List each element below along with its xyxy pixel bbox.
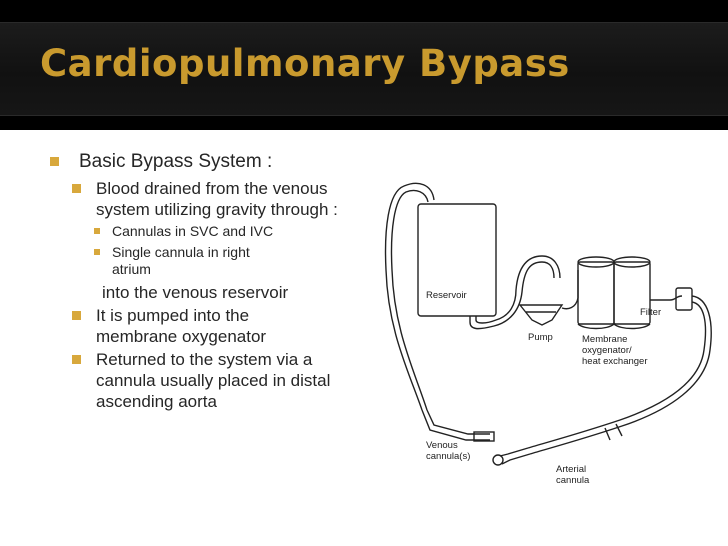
reservoir-outlet — [469, 261, 555, 330]
venous-cannula — [421, 409, 490, 441]
bullet-square-icon — [50, 157, 59, 166]
bullet-square-icon — [94, 228, 100, 234]
venous-line-inner — [390, 189, 429, 411]
label-arterial-1: Arterial — [556, 464, 586, 475]
label-venous-2: cannula(s) — [426, 451, 470, 462]
label-arterial-2: cannula — [556, 475, 590, 486]
bullet-square-icon — [72, 311, 81, 320]
label-filter: Filter — [640, 307, 661, 318]
label-membrane-1: Membrane — [582, 334, 627, 345]
pump — [518, 304, 564, 326]
bullet-square-icon — [72, 355, 81, 364]
venous-line — [384, 182, 435, 411]
label-reservoir: Reservoir — [426, 290, 467, 301]
bullet-pumped: It is pumped into the membrane oxygenato… — [50, 305, 370, 347]
bullet-cannulas-svc-ivc: Cannulas in SVC and IVC — [50, 223, 370, 240]
label-membrane-2: oxygenator/ — [582, 345, 632, 356]
bullet-text: It is pumped into the membrane oxygenato… — [96, 306, 267, 346]
reservoir — [417, 203, 497, 317]
bullet-blood-drained: Blood drained from the venous system uti… — [50, 178, 370, 220]
bullet-text: Cannulas in SVC and IVC — [112, 223, 274, 239]
bullet-square-icon — [94, 249, 100, 255]
bullet-list: Basic Bypass System : Blood drained from… — [50, 150, 370, 412]
bypass-circuit-diagram: Reservoir Pump Membrane oxygenator/ heat… — [384, 182, 712, 486]
bullet-text: Basic Bypass System : — [79, 151, 273, 172]
bullet-text: Blood drained from the venous system uti… — [96, 179, 338, 219]
bullet-square-icon — [72, 184, 81, 193]
label-venous-1: Venous — [426, 440, 458, 451]
title-bar — [0, 22, 728, 116]
membrane-oxygenator — [577, 261, 615, 325]
bullet-returned: Returned to the system via a cannula usu… — [50, 349, 370, 412]
label-membrane-3: heat exchanger — [582, 356, 648, 367]
arterial-line — [529, 295, 712, 455]
slide-title: Cardiopulmonary Bypass — [40, 42, 570, 85]
bullet-text: Returned to the system via a cannula usu… — [96, 350, 331, 411]
slide-content: Basic Bypass System : Blood drained from… — [0, 130, 728, 546]
bullet-text: Single cannula in right atrium — [112, 244, 250, 277]
bullet-basic-system: Basic Bypass System : — [50, 150, 370, 174]
heat-exchanger — [613, 261, 651, 325]
filter — [675, 287, 693, 311]
bullet-single-cannula: Single cannula in right atrium — [50, 244, 370, 278]
label-pump: Pump — [528, 332, 553, 343]
arterial-cannula — [501, 453, 531, 465]
bullet-continuation: into the venous reservoir — [102, 283, 289, 302]
